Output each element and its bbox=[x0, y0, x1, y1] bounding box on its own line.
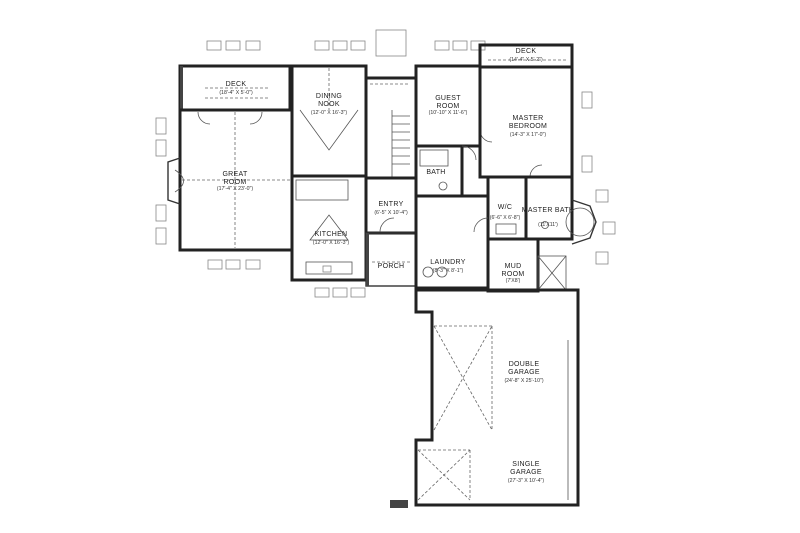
master-bedroom-walls bbox=[478, 65, 574, 179]
deck-left bbox=[178, 64, 292, 112]
single-garage-dims: (27'-3" X 10'-4") bbox=[508, 478, 544, 484]
single-garage-walls bbox=[390, 440, 471, 508]
wic-label: W/C bbox=[498, 204, 513, 211]
great-room-dims: (17'-4" X 23'-0") bbox=[217, 186, 253, 192]
kitchen-label: KITCHEN bbox=[315, 231, 348, 238]
laundry-label: LAUNDRY bbox=[430, 259, 465, 266]
stair-hall bbox=[364, 76, 418, 180]
mud-room-walls bbox=[486, 237, 567, 293]
dining-nook-walls bbox=[290, 64, 368, 178]
laundry-walls bbox=[414, 194, 490, 290]
double-garage-walls bbox=[414, 288, 580, 507]
porch-label: PORCH bbox=[378, 263, 405, 270]
laundry-dims: (8'-3" X 8'-1") bbox=[433, 268, 464, 274]
kitchen-dims: (12'-0" X 16'-3") bbox=[313, 240, 349, 246]
deck-right-label: DECK bbox=[516, 48, 537, 55]
bath-label: BATH bbox=[426, 169, 445, 176]
double-garage-dims: (24'-8" X 25'-10") bbox=[504, 378, 543, 384]
deck-left-dims: (18'-4" X 5'-0") bbox=[219, 90, 253, 96]
entry-label: ENTRY bbox=[378, 201, 403, 208]
dining-nook-dims: (12'-0" X 16'-3") bbox=[311, 110, 347, 116]
master-bedroom-dims: (14'-3" X 17'-0") bbox=[510, 132, 546, 138]
guest-room-dims: (10'-10" X 11'-6") bbox=[429, 110, 468, 116]
master-bath-dims: (11'X11') bbox=[538, 222, 558, 228]
exterior-furniture bbox=[155, 29, 616, 298]
mud-room-dims: (7'X8') bbox=[506, 278, 521, 284]
master-bath-label: MASTER BATH bbox=[522, 207, 575, 214]
wic-dims: (6'-6" X 6'-8") bbox=[490, 215, 521, 221]
porch-walls bbox=[365, 232, 417, 287]
entry-dims: (6'-5" X 10'-4") bbox=[374, 210, 408, 216]
deck-left-label: DECK bbox=[226, 81, 247, 88]
deck-right-dims: (14'-4" X 5'-2") bbox=[509, 57, 543, 63]
kitchen-walls bbox=[290, 174, 368, 282]
